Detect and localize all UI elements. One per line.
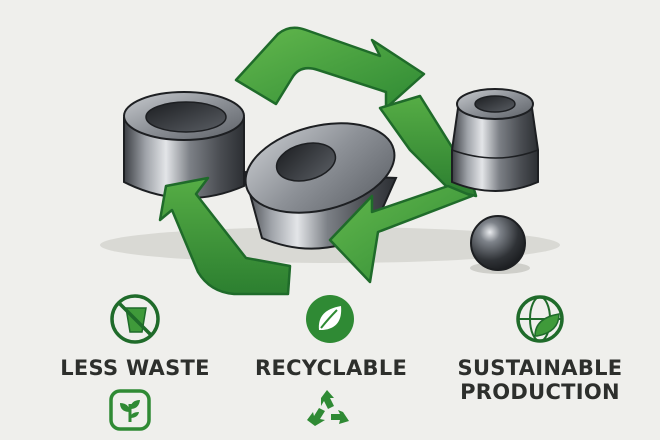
feature-label: LESS WASTE <box>60 356 210 380</box>
feature-label-line1: SUSTAINABLE <box>457 356 623 380</box>
feature-label-line2: PRODUCTION <box>460 380 620 404</box>
no-waste-icon <box>110 294 160 344</box>
feature-less-waste: LESS WASTE <box>60 292 210 380</box>
leaf-icon <box>306 295 354 343</box>
feature-sustainable-production: SUSTAINABLE PRODUCTION <box>450 292 630 404</box>
steel-ring <box>242 122 398 250</box>
steel-bushing <box>123 91 245 199</box>
feature-label: RECYCLABLE <box>255 356 408 380</box>
hero-illustration <box>100 26 560 296</box>
recycle-arrow-lower-right <box>328 184 474 284</box>
feature-recyclable: RECYCLABLE <box>255 292 408 380</box>
plant-icon <box>109 389 151 431</box>
recycle-arrow-left <box>158 176 292 296</box>
recycle-arrow-top <box>234 26 426 110</box>
steel-cone-bushing <box>451 88 539 192</box>
recycle-icon <box>307 390 349 426</box>
steel-ball <box>470 215 530 274</box>
globe-leaf-icon <box>516 295 564 343</box>
